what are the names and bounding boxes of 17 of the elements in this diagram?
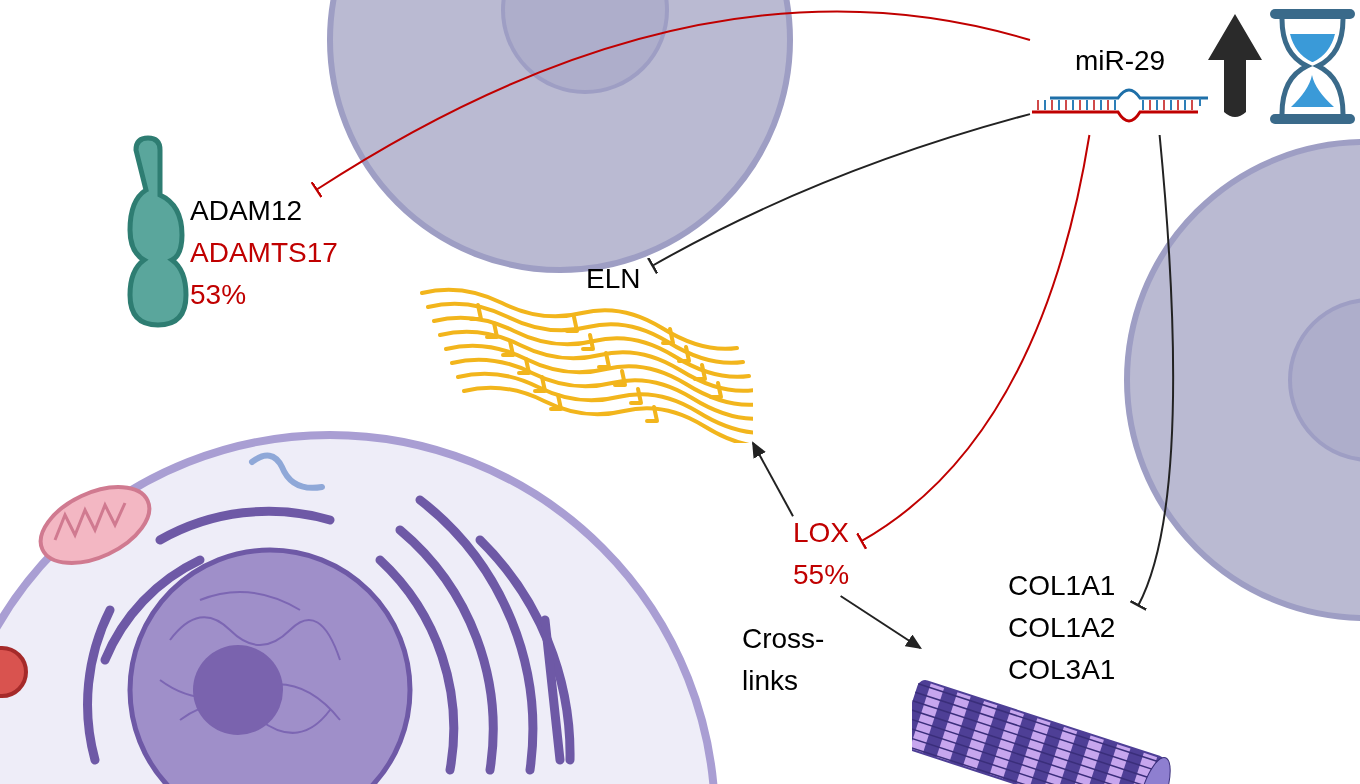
annotation-text: Cross- links <box>742 622 826 698</box>
inhibition-line <box>855 134 1091 550</box>
arrow <box>839 595 922 650</box>
protein-label: ADAM12 <box>190 194 304 228</box>
enzyme-label: 55% <box>793 558 851 592</box>
gene-label: COL1A2 <box>1008 611 1117 645</box>
inhibition-line <box>310 10 1031 198</box>
inhibition-line <box>1129 134 1175 611</box>
mirna-label: miR-29 <box>1073 44 1167 78</box>
gene-label: COL1A1 <box>1008 569 1117 603</box>
gene-label: ELN <box>586 262 642 296</box>
arrow <box>752 441 794 518</box>
inhibition-line <box>647 113 1031 275</box>
enzyme-label: LOX <box>793 516 851 550</box>
gene-label: COL3A1 <box>1008 653 1117 687</box>
protein-label: 53% <box>190 278 248 312</box>
protein-label: ADAMTS17 <box>190 236 339 270</box>
